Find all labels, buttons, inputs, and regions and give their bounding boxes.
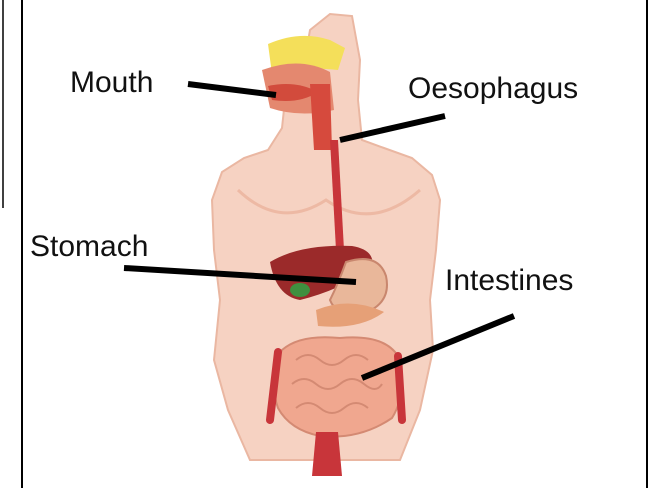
mouth-pointer-line — [188, 84, 276, 95]
intestines-organ — [274, 337, 402, 436]
oesophagus-label: Oesophagus — [408, 72, 578, 106]
gallbladder — [290, 283, 310, 297]
intestines-label: Intestines — [445, 264, 573, 298]
stomach-label: Stomach — [30, 230, 148, 264]
rectum — [312, 432, 342, 476]
mouth-label: Mouth — [70, 66, 153, 100]
